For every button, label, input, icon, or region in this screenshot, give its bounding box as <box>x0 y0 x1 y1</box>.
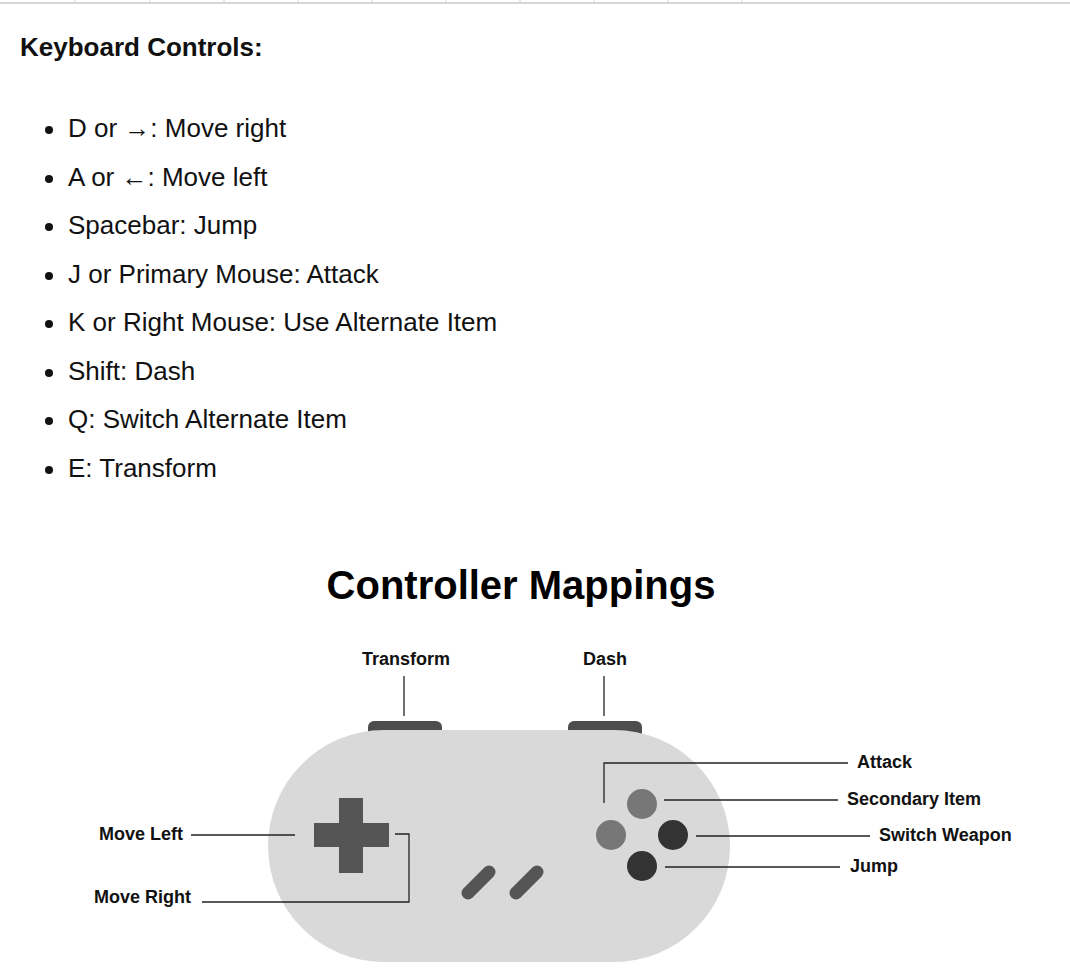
d-pad <box>314 798 389 873</box>
control-item: Q: Switch Alternate Item <box>68 404 347 435</box>
diagram-title: Controller Mappings <box>327 561 716 609</box>
control-item: Shift: Dash <box>68 356 195 387</box>
control-item: D or →: Move right <box>68 113 286 144</box>
controller-body <box>268 730 730 962</box>
callout-label: Switch Weapon <box>879 825 1012 847</box>
control-item: E: Transform <box>68 453 217 484</box>
callout-label: Dash <box>583 649 627 671</box>
callout-label: Move Right <box>94 887 191 909</box>
leader-lines <box>191 676 870 902</box>
control-item: Spacebar: Jump <box>68 210 257 241</box>
callout-label: Jump <box>850 856 898 878</box>
select-start-buttons <box>468 872 537 893</box>
callout-label: Transform <box>362 649 450 671</box>
control-item: J or Primary Mouse: Attack <box>68 259 379 290</box>
top-rule <box>0 0 1070 3</box>
callout-label: Secondary Item <box>847 789 981 811</box>
callout-label: Attack <box>857 752 912 774</box>
control-item: K or Right Mouse: Use Alternate Item <box>68 307 497 338</box>
section-heading: Keyboard Controls: <box>20 32 263 63</box>
callout-label: Move Left <box>99 824 183 846</box>
bullet-dots <box>45 126 53 474</box>
control-item: A or ←: Move left <box>68 162 267 193</box>
